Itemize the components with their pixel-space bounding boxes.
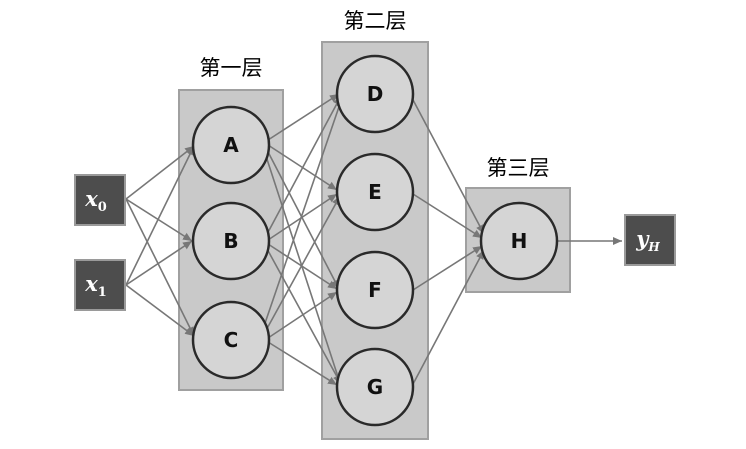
input-x0-box (74, 174, 126, 226)
input-x1-box (74, 259, 126, 311)
connections (125, 93, 622, 387)
edge-x0-c (125, 198, 195, 337)
node-f-circle (335, 250, 415, 330)
output-yh-base: y (635, 226, 650, 251)
node-g-label: G (367, 375, 383, 399)
node-a-label: A (223, 133, 239, 157)
node-e-label: E (368, 180, 382, 204)
output-yh-sub: H (647, 240, 660, 254)
input-x1-base: x (84, 271, 98, 296)
output-yh-label: yH (635, 226, 660, 254)
layer-2-label: 第二层 (344, 9, 407, 33)
output-yh-box (624, 214, 676, 266)
edge-b-d (265, 95, 342, 237)
input-x0-base: x (84, 186, 98, 211)
node-b-label: B (223, 229, 238, 253)
edge-c-d (261, 97, 343, 333)
node-f: F (335, 250, 415, 330)
edge-x1-a (125, 145, 195, 286)
node-f-label: F (368, 278, 382, 302)
node-c: C (191, 300, 271, 380)
node-g: G (335, 347, 415, 427)
node-a-circle (191, 105, 271, 185)
node-d-label: D (367, 82, 384, 106)
edge-d-h (411, 97, 485, 235)
edge-b-e (267, 193, 338, 241)
edge-e-h (412, 193, 483, 239)
edge-f-h (412, 245, 483, 291)
layer-1-label: 第一层 (200, 56, 263, 80)
input-x1: x1 (74, 259, 126, 311)
edge-x0-b (125, 198, 193, 242)
edge-x1-c (125, 284, 195, 337)
edge-g-h (411, 249, 485, 387)
node-c-circle (191, 300, 271, 380)
node-c-label: C (224, 328, 239, 352)
edge-a-d (267, 93, 340, 141)
node-b: B (191, 201, 271, 281)
input-x1-sub: 1 (98, 285, 107, 300)
node-h-label: H (511, 229, 528, 253)
node-e-circle (335, 152, 415, 232)
input-x0-sub: 0 (98, 200, 107, 215)
input-x1-label: x1 (84, 271, 107, 300)
input-x0-label: x0 (84, 186, 107, 215)
node-b-circle (191, 201, 271, 281)
edge-c-g (267, 341, 338, 386)
edge-x0-a (125, 145, 195, 200)
output-yh: yH (624, 214, 676, 266)
node-d: D (335, 54, 415, 134)
node-e: E (335, 152, 415, 232)
node-h-circle (479, 201, 559, 281)
edge-x1-b (125, 240, 193, 286)
edge-c-f (267, 291, 338, 339)
edge-a-g (263, 149, 343, 387)
node-g-circle (335, 347, 415, 427)
input-x0: x0 (74, 174, 126, 226)
edge-b-f (267, 243, 338, 290)
edge-a-f (265, 147, 340, 290)
edge-c-e (263, 195, 341, 335)
node-d-circle (335, 54, 415, 134)
node-h: H (479, 201, 559, 281)
layer-3-label: 第三层 (487, 156, 550, 180)
node-a: A (191, 105, 271, 185)
edge-b-g (265, 246, 342, 385)
